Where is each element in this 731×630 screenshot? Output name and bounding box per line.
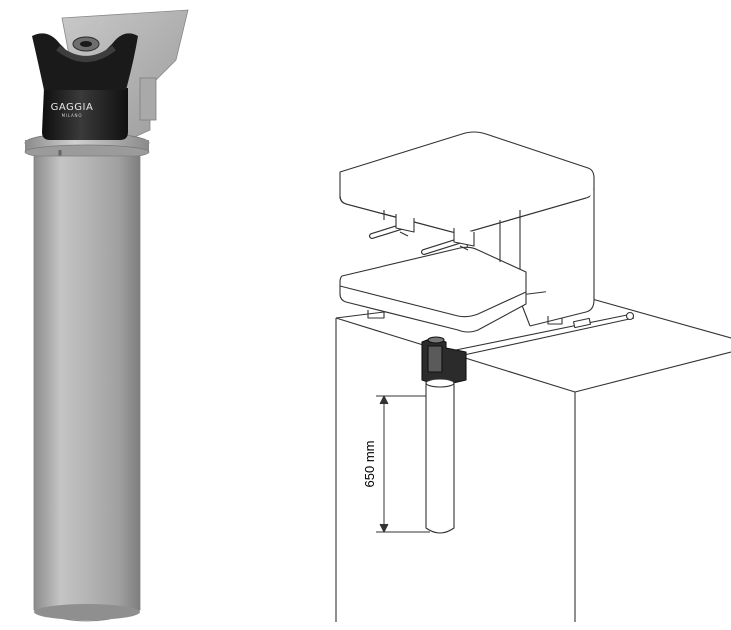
mini-cartridge — [425, 378, 455, 534]
installation-diagram — [335, 131, 731, 622]
brand-sub-logo: MILANO — [62, 113, 83, 118]
water-hose — [445, 311, 635, 359]
brand-logo: GAGGIA — [51, 102, 94, 113]
cartridge-body — [33, 155, 141, 622]
dimension-label: 650 mm — [362, 441, 377, 488]
bracket-side-plate — [139, 77, 157, 121]
filter-head — [42, 88, 128, 140]
mini-filter-head — [421, 336, 467, 387]
filter-cartridge-photo: GAGGIA MILANO — [24, 9, 189, 622]
dimension-indicator — [376, 395, 430, 533]
espresso-machine — [339, 131, 595, 333]
